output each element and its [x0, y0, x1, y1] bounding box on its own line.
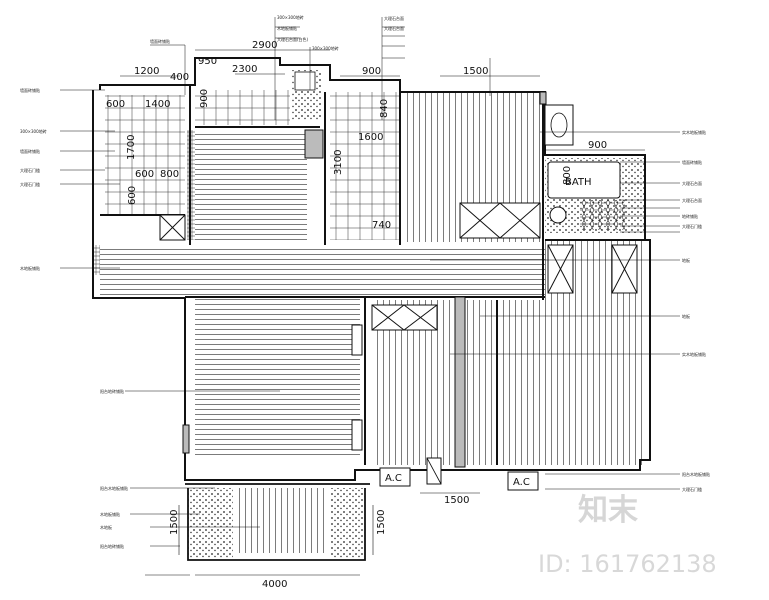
- note: 大理石门槛: [20, 181, 40, 187]
- note: 地砖铺贴: [682, 213, 698, 219]
- wardrobe: [459, 202, 541, 239]
- note: 大理石台面(白色): [277, 36, 309, 42]
- note: 阳台木地板铺贴: [682, 471, 710, 477]
- note: 300×300地砖: [20, 128, 47, 134]
- ac-unit: [507, 471, 539, 491]
- upper-bath-tile-floor: [195, 90, 290, 125]
- note: 木地板铺贴: [277, 25, 297, 31]
- ac-label: A.C: [513, 477, 530, 488]
- note: 大理石台面: [384, 25, 404, 31]
- balcony-wood-floor: [235, 488, 327, 553]
- dining-wood-floor: [195, 130, 307, 240]
- tv-cabinet: [351, 419, 363, 451]
- note: 大理石台面: [384, 15, 404, 21]
- kitchen-tile-floor: [105, 95, 185, 215]
- bedroom-right-wood-floor: [497, 300, 642, 465]
- bathtub-icon: [547, 161, 621, 199]
- hex-tile: [580, 200, 625, 230]
- watermark: 知末 ID: 161762138: [538, 493, 717, 578]
- ac-units: A.C A.C: [379, 457, 539, 491]
- dim-800: 800: [160, 169, 179, 180]
- wall-blocks: [182, 91, 547, 468]
- tv-cabinet: [351, 324, 363, 356]
- dim-900-vert: 900: [199, 89, 210, 108]
- dim-1500-right: 1500: [376, 510, 387, 535]
- note: 阳台地砖铺贴: [100, 543, 124, 549]
- note: 300×300地砖: [312, 45, 339, 51]
- bath-label: BATH: [565, 177, 592, 188]
- dim-1400: 1400: [145, 99, 170, 110]
- dim-3100: 3100: [333, 150, 344, 175]
- note: 墙面砖铺贴: [20, 148, 40, 154]
- bath-tile-floor: [330, 92, 400, 240]
- dim-2300: 2300: [232, 64, 257, 75]
- dim-1600: 1600: [358, 132, 383, 143]
- dim-600-left: 600: [106, 99, 125, 110]
- dim-1500-top: 1500: [463, 66, 488, 77]
- wardrobes: [159, 202, 638, 451]
- dim-1700-vert: 1700: [126, 135, 137, 160]
- toilet-icon: [544, 104, 574, 146]
- note: 大理石台面: [682, 180, 702, 186]
- living-room-wood-floor: [195, 297, 360, 457]
- bathroom-fixtures: BATH: [294, 71, 621, 224]
- note: 木地板: [100, 524, 112, 530]
- dim-740: 740: [372, 220, 391, 231]
- annotation-texts: 墙面砖铺贴 300×300地砖 木地板铺贴 大理石台面(白色) 300×300地…: [20, 14, 710, 549]
- balcony-stone-right: [330, 488, 365, 558]
- leader-lines: [60, 17, 680, 576]
- dim-2900: 2900: [252, 40, 277, 51]
- balcony: [185, 483, 370, 561]
- note: 实木地板铺贴: [682, 351, 706, 357]
- note: 地板: [682, 313, 690, 319]
- dim-1500-left: 1500: [169, 510, 180, 535]
- basin-icon: [549, 206, 567, 224]
- note: 大理石门槛: [20, 167, 40, 173]
- corridor-wood-floor: [100, 245, 545, 295]
- ac-label: A.C: [385, 473, 402, 484]
- note: 木地板铺贴: [20, 265, 40, 271]
- dim-400: 400: [170, 72, 189, 83]
- wardrobe: [371, 304, 438, 331]
- wall-tile-strip: [94, 245, 100, 275]
- note: 墙面砖铺贴: [150, 38, 170, 44]
- note: 大理石门槛: [682, 486, 702, 492]
- note: 实木地板铺贴: [682, 129, 706, 135]
- dim-950: 950: [198, 56, 217, 67]
- note: 阳台木地板铺贴: [100, 485, 128, 491]
- dim-600-b: 600: [127, 186, 138, 205]
- note: 墙面砖铺贴: [682, 159, 702, 165]
- dim-1200: 1200: [134, 66, 159, 77]
- walls: [92, 57, 651, 481]
- ac-unit: [379, 467, 411, 487]
- dim-800-bath: 800: [562, 166, 573, 185]
- note: 大理石门槛: [682, 223, 702, 229]
- dim-1500-bottom: 1500: [444, 495, 469, 506]
- dim-900-top: 900: [362, 66, 381, 77]
- dim-840: 840: [379, 99, 390, 118]
- watermark-brand: 知末: [578, 493, 638, 528]
- dimension-lines: [120, 49, 645, 576]
- note: 墙面砖铺贴: [20, 87, 40, 93]
- dimension-labels: 2900 1200 400 950 2300 900 1500 600 1400…: [106, 40, 607, 590]
- note: 300×300地砖: [277, 14, 304, 20]
- sink-icon: [294, 71, 316, 91]
- dim-900-right: 900: [588, 140, 607, 151]
- note: 大理石台面: [682, 197, 702, 203]
- note: 地板: [682, 257, 690, 263]
- balcony-stone-left: [188, 488, 233, 558]
- watermark-id: ID: 161762138: [538, 550, 717, 578]
- note: 木地板铺贴: [100, 511, 120, 517]
- dim-600-a: 600: [135, 169, 154, 180]
- dim-4000: 4000: [262, 579, 287, 590]
- note: 阳台地砖铺贴: [100, 388, 124, 394]
